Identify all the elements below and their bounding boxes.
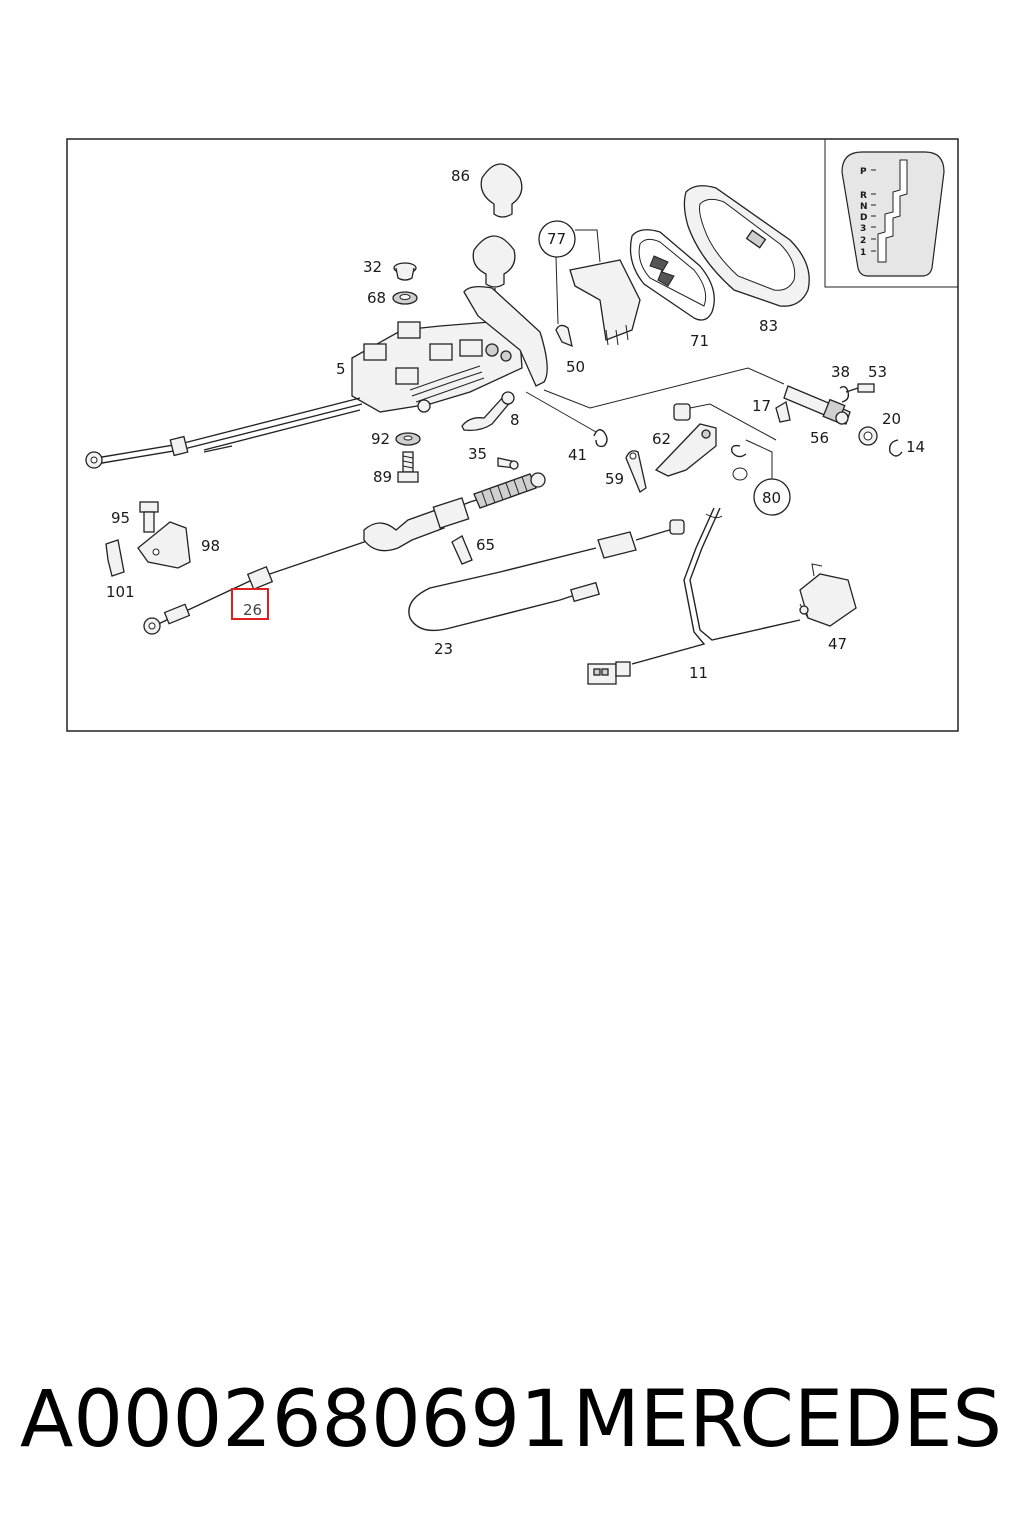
callout-38: 38 bbox=[831, 363, 850, 381]
callout-8: 8 bbox=[510, 411, 520, 429]
shifter-housing-5 bbox=[351, 286, 548, 413]
gate-label-n: N bbox=[860, 202, 868, 212]
parts-exploded-diagram: P R N D 3 2 1 bbox=[66, 138, 959, 732]
bracket-17 bbox=[775, 400, 791, 423]
callout-5: 5 bbox=[336, 360, 346, 378]
callout-65: 65 bbox=[476, 536, 495, 554]
selector-bracket-71 bbox=[569, 259, 641, 346]
brand-name: MERCEDES bbox=[572, 1375, 1003, 1465]
leader-lines bbox=[525, 367, 785, 433]
callout-ring-80 bbox=[730, 439, 791, 516]
bolt-95 bbox=[139, 501, 159, 533]
callout-26: 26 bbox=[243, 601, 262, 619]
callout-56: 56 bbox=[810, 429, 829, 447]
pin-35 bbox=[497, 457, 519, 470]
shift-cable-26 bbox=[143, 472, 546, 635]
callout-95: 95 bbox=[111, 509, 130, 527]
gear-knob-86 bbox=[480, 163, 523, 218]
gate-label-3: 3 bbox=[860, 224, 866, 234]
grommet-32 bbox=[393, 262, 417, 281]
callout-101: 101 bbox=[106, 583, 135, 601]
clip-65 bbox=[451, 535, 473, 565]
gate-label-1: 1 bbox=[860, 248, 866, 258]
callout-11: 11 bbox=[689, 664, 708, 682]
spring-41 bbox=[593, 429, 608, 448]
gate-label-r: R bbox=[860, 191, 867, 201]
switch-47 bbox=[799, 563, 857, 627]
cable-23 bbox=[408, 519, 685, 632]
callout-59: 59 bbox=[605, 470, 624, 488]
callout-77: 77 bbox=[547, 230, 566, 248]
lever-8 bbox=[461, 391, 515, 432]
selector-rod bbox=[85, 397, 363, 469]
bracket-98 bbox=[137, 521, 191, 569]
callout-47: 47 bbox=[828, 635, 847, 653]
callout-86: 86 bbox=[451, 167, 470, 185]
callout-32: 32 bbox=[363, 258, 382, 276]
callout-92: 92 bbox=[371, 430, 390, 448]
washer-92 bbox=[395, 432, 421, 446]
gate-label-p: P bbox=[860, 167, 867, 177]
callout-ring-77 bbox=[538, 220, 601, 325]
callout-41: 41 bbox=[568, 446, 587, 464]
washer-20 bbox=[858, 426, 878, 446]
callout-68: 68 bbox=[367, 289, 386, 307]
indicator-cover bbox=[629, 229, 715, 321]
callout-98: 98 bbox=[201, 537, 220, 555]
callout-62: 62 bbox=[652, 430, 671, 448]
callout-83: 83 bbox=[759, 317, 778, 335]
callout-20: 20 bbox=[882, 410, 901, 428]
callout-80: 80 bbox=[762, 489, 781, 507]
callout-89: 89 bbox=[373, 468, 392, 486]
link-59 bbox=[625, 450, 647, 493]
highlight-box-26 bbox=[231, 588, 269, 620]
callout-17: 17 bbox=[752, 397, 771, 415]
clip-50 bbox=[555, 324, 573, 348]
shift-gate-inset: P R N D 3 2 1 bbox=[824, 139, 958, 288]
circlip-14 bbox=[888, 439, 903, 457]
part-number: A0002680691 bbox=[20, 1375, 570, 1465]
harness-11 bbox=[587, 507, 801, 685]
callout-53: 53 bbox=[868, 363, 887, 381]
screw-53 bbox=[845, 383, 875, 393]
callout-71: 71 bbox=[690, 332, 709, 350]
callout-35: 35 bbox=[468, 445, 487, 463]
gate-label-d: D bbox=[860, 213, 867, 223]
callout-14: 14 bbox=[906, 438, 925, 456]
callout-23: 23 bbox=[434, 640, 453, 658]
bolt-89 bbox=[397, 451, 419, 483]
footer: A0002680691 MERCEDES bbox=[0, 1370, 1024, 1480]
shaft-56 bbox=[783, 385, 851, 425]
lever-62 bbox=[654, 403, 777, 477]
callout-50: 50 bbox=[566, 358, 585, 376]
shift-trim-83 bbox=[683, 185, 810, 307]
clip-101 bbox=[105, 539, 125, 577]
gate-label-2: 2 bbox=[860, 236, 866, 246]
washer-68 bbox=[392, 291, 418, 305]
